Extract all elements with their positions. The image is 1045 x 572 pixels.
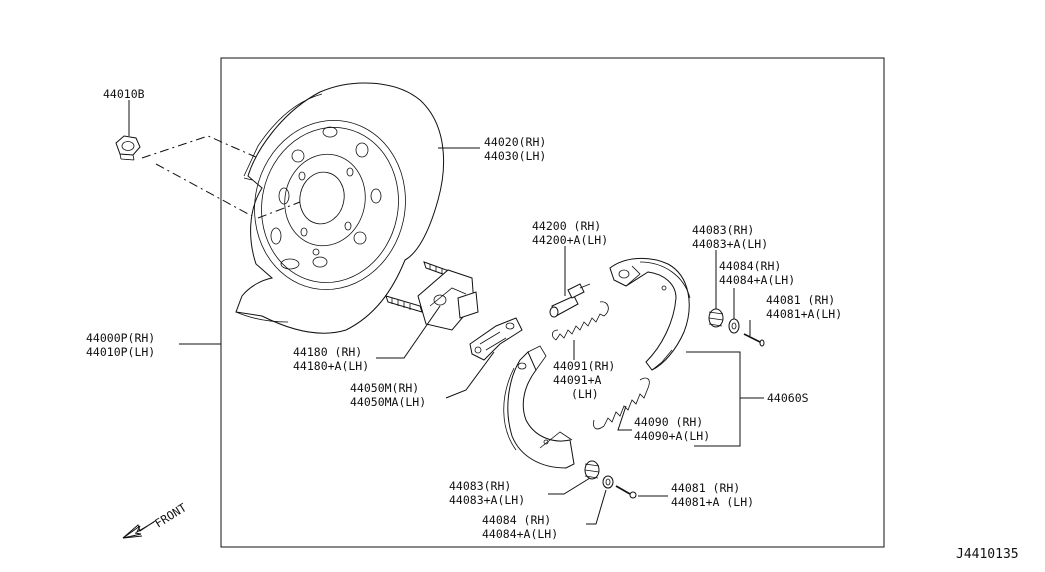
label-spring-top-lh: 44083+A(LH) — [692, 237, 768, 251]
hold-down-pin-lower[interactable] — [615, 485, 637, 499]
label-assy-rh: 44000P(RH) — [86, 331, 155, 345]
return-spring-lower[interactable] — [593, 377, 650, 430]
label-pin-bot-lh: 44081+A (LH) — [671, 495, 754, 509]
diagram-frame — [220, 57, 885, 548]
label-spring-bot-rh: 44083(RH) — [449, 479, 511, 493]
label-pin-top-rh: 44081 (RH) — [766, 293, 835, 307]
label-spring2-rh: 44090 (RH) — [634, 415, 703, 429]
hold-down-spring-upper[interactable] — [708, 308, 724, 328]
label-strut-lh: 44050MA(LH) — [350, 395, 426, 409]
label-rspring-lh1: 44091+A — [553, 373, 602, 387]
label-adjuster-rh: 44200 (RH) — [532, 219, 601, 233]
brake-shoe-lower[interactable] — [503, 345, 575, 469]
label-pin-bot-rh: 44081 (RH) — [671, 481, 740, 495]
diagram-id: J4410135 — [956, 547, 1019, 562]
return-spring-upper[interactable] — [552, 301, 609, 341]
label-rspring-lh2: (LH) — [571, 387, 599, 401]
brake-shoe-upper[interactable] — [609, 258, 691, 371]
label-spring2-lh: 44090+A(LH) — [634, 429, 710, 443]
adjuster[interactable] — [549, 283, 591, 318]
label-cup-top-lh: 44084+A(LH) — [719, 273, 795, 287]
label-lever-rh: 44180 (RH) — [293, 345, 362, 359]
label-backplate-lh: 44030(LH) — [484, 149, 546, 163]
label-rspring-rh: 44091(RH) — [553, 359, 615, 373]
label-backplate-rh: 44020(RH) — [484, 135, 546, 149]
front-arrow — [122, 520, 156, 539]
label-shoe-set: 44060S — [767, 391, 809, 405]
label-assy-lh: 44010P(LH) — [86, 345, 155, 359]
label-adjuster-lh: 44200+A(LH) — [532, 233, 608, 247]
label-cup-bot-rh: 44084 (RH) — [482, 513, 551, 527]
label-spring-bot-lh: 44083+A(LH) — [449, 493, 525, 507]
hold-down-pin-upper[interactable] — [743, 333, 765, 347]
label-lever-lh: 44180+A(LH) — [293, 359, 369, 373]
parking-lever[interactable] — [385, 261, 479, 331]
label-spring-top-rh: 44083(RH) — [692, 223, 754, 237]
parking-strut[interactable] — [469, 317, 523, 361]
label-cup-top-rh: 44084(RH) — [719, 259, 781, 273]
label-cup-bot-lh: 44084+A(LH) — [482, 527, 558, 541]
label-nut: 44010B — [103, 87, 145, 101]
spring-cup-upper[interactable] — [728, 318, 740, 334]
label-front: FRONT — [152, 500, 189, 530]
backing-plate[interactable] — [235, 82, 445, 334]
hold-down-spring-lower[interactable] — [584, 460, 600, 480]
hub-nut[interactable] — [115, 135, 141, 161]
label-strut-rh: 44050M(RH) — [350, 381, 419, 395]
spring-cup-lower[interactable] — [602, 475, 614, 489]
label-pin-top-lh: 44081+A(LH) — [766, 307, 842, 321]
